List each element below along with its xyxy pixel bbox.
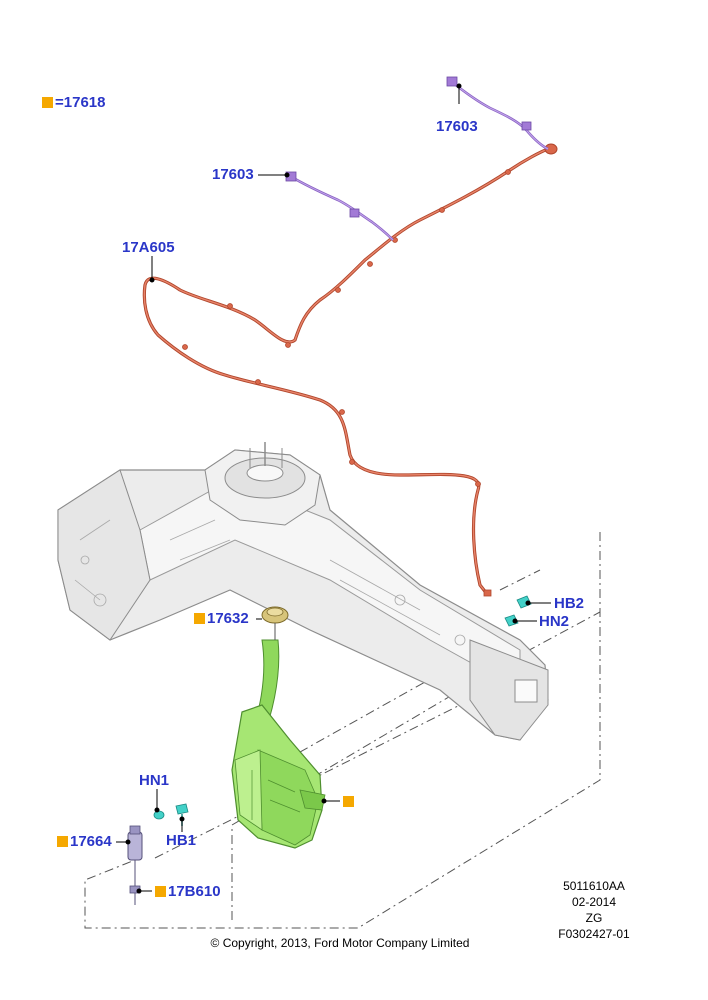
nut-hn1 xyxy=(153,810,165,820)
marker-square-icon xyxy=(343,796,354,807)
nozzle-hose-left xyxy=(285,171,394,241)
legend-code: 17618 xyxy=(63,94,106,111)
label-17664: 17664 xyxy=(57,833,112,851)
leader-lines xyxy=(116,83,551,894)
washer-reservoir xyxy=(231,639,326,849)
reference-line-3: ZG xyxy=(585,911,603,925)
label-17632: 17632 xyxy=(194,610,249,628)
label-17664-text: 17664 xyxy=(70,833,112,850)
label-17b610: 17B610 xyxy=(155,883,221,901)
label-17603-right: 17603 xyxy=(436,118,478,135)
vehicle-frame xyxy=(57,442,549,741)
label-hn2: HN2 xyxy=(539,613,570,630)
label-17a605: 17A605 xyxy=(122,239,175,256)
label-hb2: HB2 xyxy=(554,595,585,612)
marker-square-icon xyxy=(194,613,205,624)
copyright-notice: © Copyright, 2013, Ford Motor Company Li… xyxy=(210,936,470,950)
washer-pump xyxy=(127,825,143,893)
marker-square-icon xyxy=(57,836,68,847)
label-17603-left: 17603 xyxy=(212,166,254,183)
legend-equals: = xyxy=(55,94,64,111)
label-hn1: HN1 xyxy=(139,772,170,789)
washer-hose xyxy=(142,143,558,597)
nozzle-hose-right xyxy=(446,76,549,151)
label-reservoir-marker xyxy=(343,793,356,811)
reservoir-cap xyxy=(261,606,289,640)
label-17b610-text: 17B610 xyxy=(168,883,221,900)
label-17632-text: 17632 xyxy=(207,610,249,627)
marker-square-icon xyxy=(155,886,166,897)
reference-line-1: 5011610AA xyxy=(563,879,625,893)
marker-square-icon xyxy=(42,97,53,108)
label-hb1: HB1 xyxy=(166,832,197,849)
legend-17618: =17618 xyxy=(42,94,105,112)
reference-line-2: 02-2014 xyxy=(571,895,617,909)
reference-line-4: F0302427-01 xyxy=(558,927,630,941)
